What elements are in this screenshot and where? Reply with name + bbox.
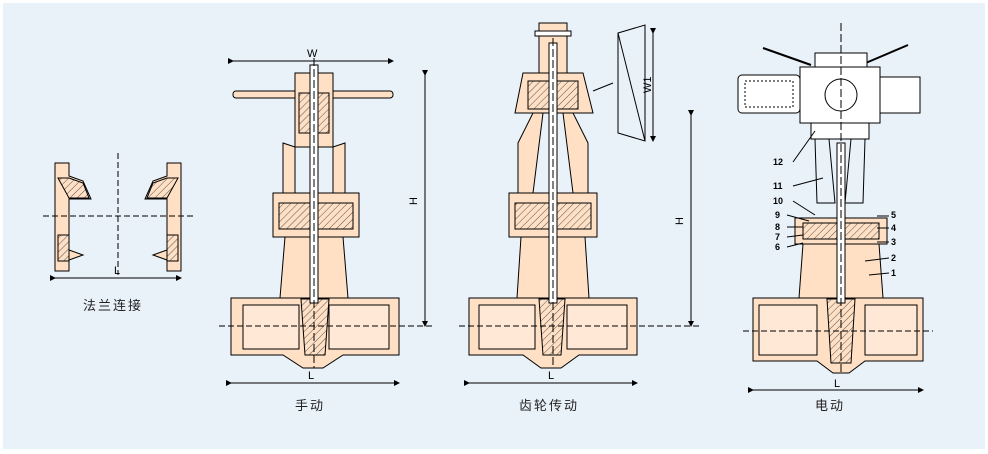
part-number-6: 6 [775,242,780,252]
manual-height-label: H [408,197,420,205]
part-number-10: 10 [773,196,783,206]
part-number-labels: 12 11 10 9 8 7 6 5 4 3 2 1 [773,157,896,278]
caption-gear-drive: 齿轮传动 [519,398,580,413]
flange-length-label: L [114,265,120,277]
caption-flange-connection: 法兰连接 [83,298,144,313]
part-number-4: 4 [891,223,896,233]
part-number-3: 3 [891,237,896,247]
part-number-9: 9 [775,210,780,220]
caption-electric: 电动 [815,398,846,413]
gear-valve-drawing [459,22,699,386]
part-number-8: 8 [775,222,780,232]
part-number-12: 12 [773,157,783,167]
caption-manual: 手动 [295,398,326,413]
manual-width-label: W [307,48,318,60]
part-number-7: 7 [775,232,780,242]
gear-length-label: L [548,370,554,382]
figure-panel: L W H L [3,3,985,449]
part-number-2: 2 [891,253,896,263]
manual-length-label: L [308,370,314,382]
part-number-1: 1 [891,268,896,278]
gear-width-label: W1 [642,77,654,94]
flange-connection-drawing [43,153,193,281]
electric-valve-drawing [737,23,933,393]
part-number-11: 11 [773,181,783,191]
electric-length-label: L [834,378,840,390]
gear-height-label: H [674,217,686,225]
part-number-5: 5 [891,210,896,220]
valve-diagram: L W H L [43,22,933,393]
manual-valve-drawing [219,58,433,386]
